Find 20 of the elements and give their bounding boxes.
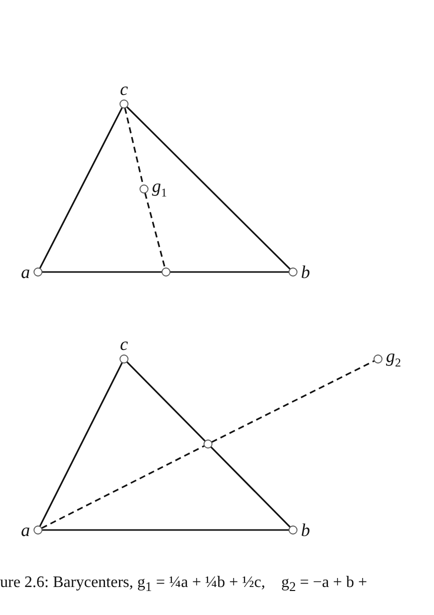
dashed-line bbox=[144, 192, 166, 268]
point-label: c bbox=[120, 80, 128, 98]
line-segment bbox=[126, 106, 291, 270]
point-label: a bbox=[21, 263, 30, 281]
line-segment bbox=[210, 446, 291, 528]
line-segment bbox=[170, 271, 289, 273]
point-label: g$_{2}$ bbox=[386, 346, 401, 372]
point-label: a bbox=[21, 521, 30, 539]
point-label: g$_{1}$ bbox=[152, 176, 167, 202]
line-segment bbox=[39, 362, 123, 527]
point-label: b bbox=[301, 521, 310, 539]
figure-caption: ure 2.6: Barycenters, g$_{1}$ = ¼a + ¼b + ½c, g$_{2}$ = −a + b + bbox=[0, 574, 368, 596]
point-label: c bbox=[120, 335, 128, 353]
line-segment bbox=[42, 529, 289, 531]
dashed-line bbox=[41, 445, 205, 529]
line-segment bbox=[39, 107, 123, 269]
point-label: b bbox=[301, 263, 310, 281]
dashed-line bbox=[211, 360, 375, 443]
line-segment bbox=[42, 271, 162, 273]
line-segment bbox=[126, 361, 206, 442]
